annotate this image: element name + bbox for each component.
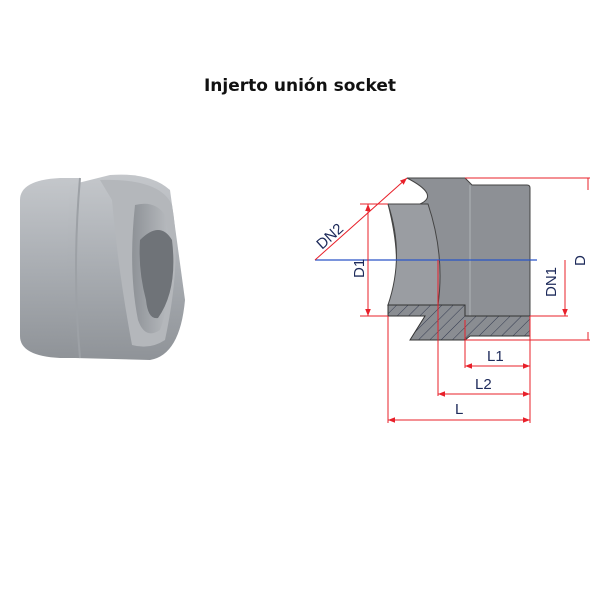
label-l: L [455, 401, 463, 418]
label-dn2: DN2 [313, 220, 347, 253]
label-d1: D1 [351, 259, 368, 278]
label-dn1: DN1 [543, 267, 560, 297]
dimension-lines [314, 177, 590, 423]
label-l2: L2 [475, 376, 492, 393]
product-title: Injerto unión socket [203, 76, 396, 96]
fitting-photo [20, 174, 185, 360]
fitting-section [387, 177, 531, 341]
label-d: D [572, 255, 589, 266]
label-l1: L1 [487, 348, 504, 365]
